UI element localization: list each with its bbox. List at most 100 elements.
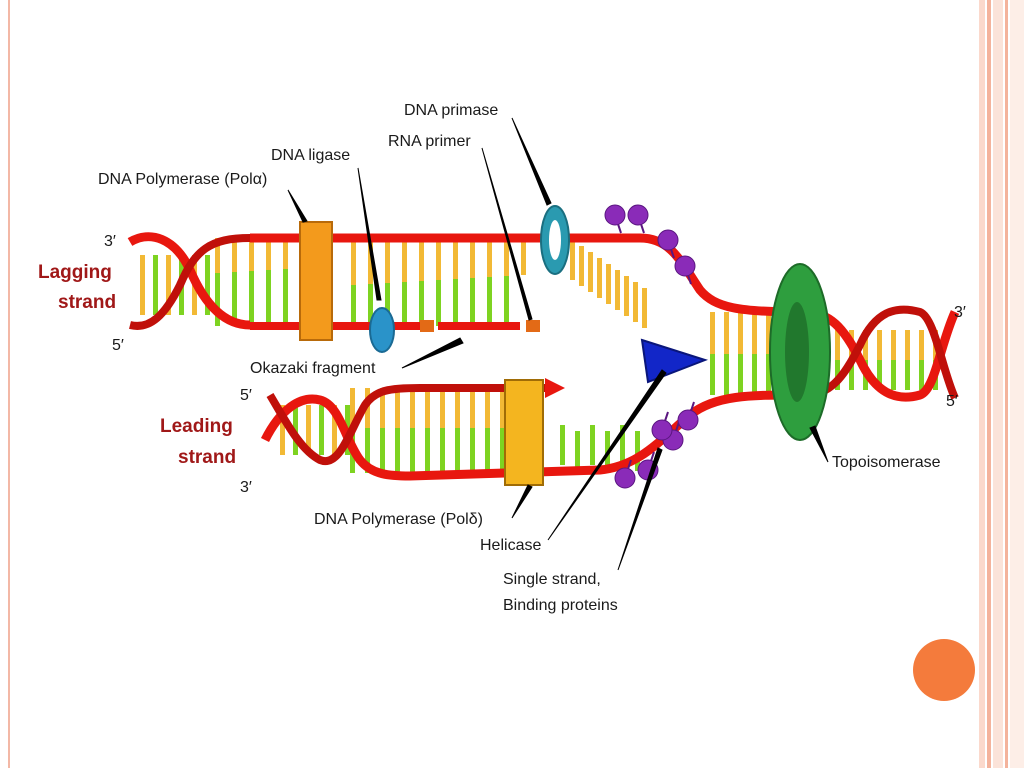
base-pair (635, 431, 640, 471)
base-pair (642, 288, 647, 328)
leading-direction-arrow (545, 378, 565, 398)
base-pair (470, 238, 475, 278)
base-pair (455, 428, 460, 473)
base-pair (624, 276, 629, 316)
base-pair (485, 428, 490, 473)
base-pair (395, 428, 400, 473)
base-pair (752, 312, 757, 354)
base-pair (470, 388, 475, 428)
ssb-protein (657, 229, 679, 259)
base-pair (588, 252, 593, 292)
base-pair (752, 354, 757, 395)
base-pair (724, 354, 729, 395)
base-pair (877, 330, 882, 360)
base-pair (863, 330, 868, 360)
base-pair (232, 238, 237, 272)
base-pair (410, 388, 415, 428)
base-pair (425, 428, 430, 473)
base-pair (232, 272, 237, 326)
topoisomerase (769, 263, 831, 441)
base-pair (891, 330, 896, 360)
base-pair (905, 330, 910, 360)
label-ssb-line2: Binding proteins (503, 597, 618, 614)
dna-polymerase-alpha (299, 221, 333, 341)
base-pair (504, 238, 509, 276)
label-okazaki-fragment: Okazaki fragment (250, 360, 376, 377)
base-pair (487, 277, 492, 326)
lagging-3prime: 3′ (104, 233, 116, 250)
base-pair (153, 255, 158, 315)
base-pair (504, 276, 509, 326)
base-pair (453, 279, 458, 326)
base-pair (606, 264, 611, 304)
slide-bullet-circle (913, 639, 975, 701)
base-pair (579, 246, 584, 286)
lagging-strand-title-1: Lagging (38, 262, 112, 283)
base-pair (849, 360, 854, 390)
base-pair (306, 405, 311, 455)
base-pair (521, 238, 526, 275)
leading-strand-backbone (260, 378, 801, 481)
lagging-5prime: 5′ (112, 337, 124, 354)
label-rna-primer: RNA primer (388, 133, 471, 150)
base-pair (249, 238, 254, 271)
base-pair (419, 238, 424, 281)
base-pair (455, 388, 460, 428)
ssb-protein (677, 401, 699, 431)
base-pair (215, 238, 220, 273)
base-pair (453, 238, 458, 279)
ssb-protein (604, 204, 626, 234)
base-pair (166, 255, 171, 315)
label-dna-primase: DNA primase (404, 102, 498, 119)
base-pair (485, 388, 490, 428)
base-pairs (140, 238, 938, 473)
base-pair (332, 405, 337, 455)
base-pair (425, 388, 430, 428)
base-pair (905, 360, 910, 390)
base-pair (368, 284, 373, 326)
lagging-strand-backbone (127, 232, 801, 330)
base-pair (410, 428, 415, 473)
base-pair (570, 240, 575, 280)
base-pair (351, 238, 356, 285)
base-pair (766, 312, 771, 354)
callout-lines (287, 117, 829, 571)
base-pair (380, 428, 385, 473)
base-pair (590, 425, 595, 465)
leading-3prime: 3′ (240, 479, 252, 496)
base-pair (365, 428, 370, 473)
helicase (640, 338, 709, 384)
base-pair (436, 280, 441, 326)
base-pair (633, 282, 638, 322)
base-pair (738, 354, 743, 395)
base-pair (877, 360, 882, 390)
base-pair (319, 405, 324, 455)
base-pair (500, 428, 505, 473)
base-pair (766, 354, 771, 395)
right-3prime: 3′ (954, 304, 966, 321)
base-pair (440, 388, 445, 428)
label-polymerase-alpha: DNA Polymerase (Polα) (98, 171, 267, 188)
base-pair (351, 285, 356, 326)
base-pair (140, 255, 145, 315)
base-pair (283, 238, 288, 269)
base-pair (402, 238, 407, 282)
base-pair (266, 238, 271, 270)
base-pair (440, 428, 445, 473)
base-pair (280, 405, 285, 455)
base-pair (249, 271, 254, 326)
base-pair (738, 312, 743, 354)
label-topoisomerase: Topoisomerase (832, 454, 941, 471)
base-pair (620, 425, 625, 465)
slide-right-border (979, 0, 1024, 768)
slide-left-border (0, 0, 10, 768)
rna-primers (420, 320, 540, 332)
base-pair (710, 312, 715, 354)
base-pair (205, 255, 210, 315)
parental-helix (799, 305, 960, 402)
ssb-protein (651, 411, 673, 441)
leading-strand-title-2: strand (178, 447, 236, 468)
ssb-protein (674, 255, 696, 285)
base-pair (402, 282, 407, 326)
